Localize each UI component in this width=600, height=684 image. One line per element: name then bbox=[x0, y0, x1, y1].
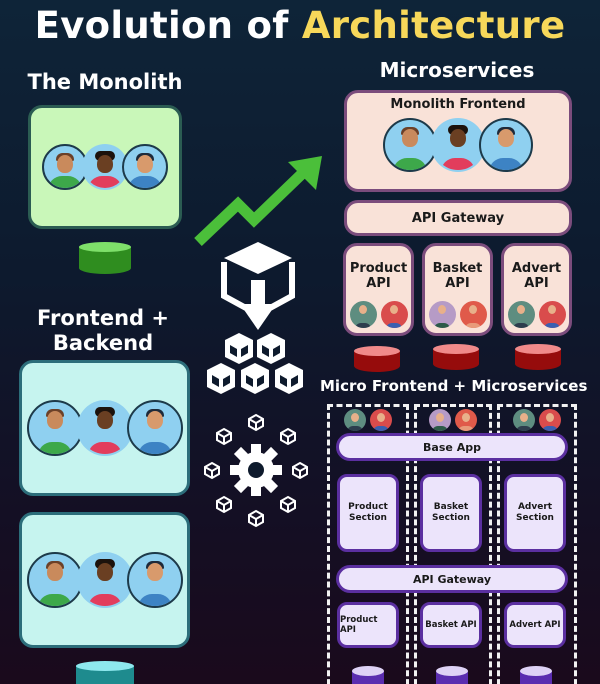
cube-split-icon bbox=[221, 242, 295, 330]
frontend-backend-title-line2: Backend bbox=[52, 331, 154, 355]
developer-avatar bbox=[383, 118, 437, 172]
advert-team-boundary bbox=[497, 404, 577, 684]
developer-avatar bbox=[429, 409, 451, 431]
microservices-title: Microservices bbox=[379, 58, 535, 82]
developer-avatar bbox=[42, 144, 88, 190]
monolith-panel bbox=[28, 105, 182, 229]
mf-product-database-icon bbox=[352, 666, 384, 684]
api-gateway-label: API Gateway bbox=[411, 210, 505, 226]
advert-section-label-line2: Section bbox=[516, 513, 554, 523]
mf-basket-api-label: Basket API bbox=[425, 620, 477, 630]
basket-team-boundary bbox=[414, 404, 492, 684]
product-section-label-line2: Section bbox=[349, 513, 387, 523]
micro-frontend-title: Micro Frontend + Microservices bbox=[320, 377, 588, 395]
developer-avatar bbox=[538, 301, 566, 328]
basket-api-team bbox=[425, 301, 490, 328]
developer-avatar bbox=[76, 552, 133, 608]
frontend-backend-database-icon bbox=[76, 661, 134, 684]
monolith-title: The Monolith bbox=[27, 70, 183, 94]
advert-database-icon bbox=[515, 344, 561, 370]
advert-api-label-line2: API bbox=[524, 276, 549, 291]
developer-avatar bbox=[459, 301, 487, 328]
mf-advert-api-label: Advert API bbox=[509, 620, 561, 630]
monolith-frontend-panel: Monolith Frontend bbox=[344, 90, 572, 192]
developer-avatar bbox=[479, 118, 533, 172]
page-title: Evolution of Architecture bbox=[0, 4, 600, 47]
developer-avatar bbox=[539, 409, 561, 431]
developer-avatar bbox=[455, 409, 477, 431]
monolith-database-icon bbox=[79, 242, 131, 274]
developer-avatar bbox=[122, 144, 168, 190]
product-section-card: Product Section bbox=[337, 474, 399, 552]
mf-product-api-card: Product API bbox=[337, 602, 399, 648]
advert-api-label-line1: Advert bbox=[511, 261, 562, 276]
base-app-label: Base App bbox=[423, 440, 481, 454]
developer-avatar bbox=[370, 409, 392, 431]
basket-section-card: Basket Section bbox=[420, 474, 482, 552]
advert-api-card: Advert API bbox=[501, 243, 572, 336]
frontend-backend-title-line1: Frontend + bbox=[37, 306, 169, 330]
monolith-frontend-label: Monolith Frontend bbox=[390, 97, 526, 112]
title-accent-text: Architecture bbox=[301, 4, 566, 47]
developer-avatar bbox=[26, 400, 83, 456]
frontend-panel bbox=[19, 360, 190, 496]
basket-database-icon bbox=[433, 344, 479, 370]
api-gateway-bar: API Gateway bbox=[344, 200, 572, 236]
product-column-team bbox=[330, 409, 406, 431]
developer-avatar bbox=[513, 409, 535, 431]
gear-cubes-icon bbox=[204, 413, 308, 528]
product-api-team bbox=[346, 301, 411, 328]
cubes-stack-icon bbox=[207, 333, 303, 394]
growth-arrow-icon bbox=[194, 156, 322, 246]
mf-advert-api-card: Advert API bbox=[504, 602, 566, 648]
mf-advert-database-icon bbox=[520, 666, 552, 684]
mf-basket-database-icon bbox=[436, 666, 468, 684]
basket-section-label-line1: Basket bbox=[433, 502, 469, 512]
advert-section-label-line1: Advert bbox=[517, 502, 553, 512]
mf-api-gateway-bar: API Gateway bbox=[336, 565, 568, 593]
developer-avatar bbox=[349, 301, 377, 328]
basket-api-label-line1: Basket bbox=[432, 261, 483, 276]
mf-api-gateway-label: API Gateway bbox=[412, 572, 492, 586]
title-text: Evolution of bbox=[34, 4, 289, 47]
developer-avatar bbox=[431, 118, 485, 172]
product-api-card: Product API bbox=[343, 243, 414, 336]
mf-basket-api-card: Basket API bbox=[420, 602, 482, 648]
developer-avatar bbox=[428, 301, 456, 328]
product-api-label-line1: Product bbox=[349, 261, 408, 276]
developer-avatar bbox=[82, 144, 128, 190]
basket-section-label-line2: Section bbox=[432, 513, 470, 523]
developer-avatar bbox=[126, 400, 183, 456]
developer-avatar bbox=[507, 301, 535, 328]
product-team-boundary bbox=[327, 404, 409, 684]
frontend-backend-title: Frontend + Backend bbox=[18, 306, 188, 356]
advert-section-card: Advert Section bbox=[504, 474, 566, 552]
basket-api-card: Basket API bbox=[422, 243, 493, 336]
advert-api-team bbox=[504, 301, 569, 328]
developer-avatar bbox=[380, 301, 408, 328]
advert-column-team bbox=[500, 409, 574, 431]
developer-avatar bbox=[126, 552, 183, 608]
backend-panel bbox=[19, 512, 190, 648]
mf-product-api-label: Product API bbox=[340, 615, 378, 635]
basket-api-label-line2: API bbox=[445, 276, 470, 291]
product-section-label-line1: Product bbox=[348, 502, 388, 512]
product-api-label-line2: API bbox=[366, 276, 391, 291]
developer-avatar bbox=[26, 552, 83, 608]
developer-avatar bbox=[344, 409, 366, 431]
base-app-bar: Base App bbox=[336, 433, 568, 461]
monolith-frontend-team bbox=[347, 118, 569, 172]
basket-column-team bbox=[417, 409, 489, 431]
developer-avatar bbox=[76, 400, 133, 456]
product-database-icon bbox=[354, 346, 400, 372]
